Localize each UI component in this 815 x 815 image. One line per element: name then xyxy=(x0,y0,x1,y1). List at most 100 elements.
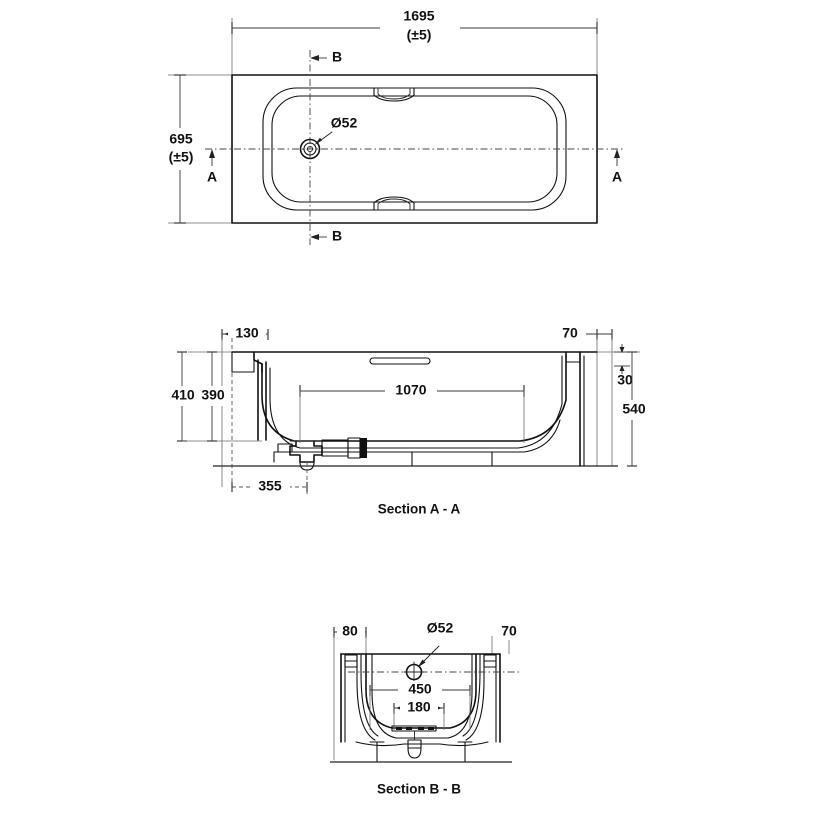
section-mark-b-bottom: B xyxy=(310,228,342,244)
plan-a-right-arrowhead xyxy=(614,149,620,158)
sa-dim-130: 130 xyxy=(221,325,269,343)
sa-540-text-mask xyxy=(617,400,651,420)
sa-dim-1070: 1070 xyxy=(299,381,525,443)
section-b-b-view: 80 70 xyxy=(330,620,520,797)
sa-30-arrowhead-bottom xyxy=(619,365,625,371)
sa-390-value: 390 xyxy=(201,387,225,403)
sa-waste-end-cap xyxy=(360,438,367,458)
sa-390-text-mask xyxy=(197,386,229,406)
sa-410-value: 410 xyxy=(171,387,195,403)
sa-70-value: 70 xyxy=(562,325,578,341)
sb-dim-80: 80 xyxy=(333,623,367,641)
plan-a-right-label: A xyxy=(612,169,622,185)
sa-left-rim-assembly xyxy=(231,351,267,441)
section-mark-b-top: B xyxy=(310,49,342,65)
plan-waste-hole xyxy=(299,138,321,160)
sa-dim-390: 390 xyxy=(197,351,229,442)
sb-waste-hole xyxy=(403,661,425,683)
plan-a-left-label: A xyxy=(207,169,217,185)
plan-width-tolerance: (±5) xyxy=(169,149,194,165)
sa-130-value: 130 xyxy=(235,325,259,341)
sb-waste-plate xyxy=(391,725,437,732)
plan-length-value: 1695 xyxy=(403,8,434,24)
sb-450-text-mask xyxy=(398,681,442,700)
sb-dim-180: 180 xyxy=(393,699,445,730)
plan-a-left-arrowhead xyxy=(209,149,215,158)
sa-grip-handle xyxy=(369,357,431,365)
plan-width-value: 695 xyxy=(169,131,193,147)
sb-right-bracket-curve-2 xyxy=(462,671,481,737)
sa-355-value: 355 xyxy=(258,478,282,494)
sa-30-arrowhead-top xyxy=(619,347,625,353)
sb-waste-plate-mark-4 xyxy=(428,727,434,730)
sb-waste-plate-mark-1 xyxy=(396,727,402,730)
sa-dim-540: 540 xyxy=(617,351,651,467)
section-mark-a-left: A xyxy=(207,149,217,185)
sa-waste-inlet-left xyxy=(277,443,293,453)
plan-waste-dia-label: Ø52 xyxy=(331,115,358,131)
plan-b-top-label: B xyxy=(332,49,342,65)
sa-70-text-mask xyxy=(556,325,586,343)
sb-bowl-outer-profile xyxy=(371,653,473,739)
sb-70-value: 70 xyxy=(501,623,517,639)
sa-left-rim-box xyxy=(231,351,255,373)
section-a-a-view: 130 70 xyxy=(167,325,651,517)
plan-waste-mid-ring xyxy=(303,142,317,156)
sb-left-bracket-curve-2 xyxy=(360,671,379,737)
sb-right-bracket-curve xyxy=(465,679,485,741)
plan-b-bottom-label: B xyxy=(332,228,342,244)
sb-waste-leader-arrow xyxy=(417,659,426,668)
sa-355-text-mask xyxy=(250,478,290,497)
sa-1070-text-mask xyxy=(385,381,437,401)
plan-length-text-mask xyxy=(380,8,460,38)
sb-waste-plate-mark-2 xyxy=(406,727,412,730)
section-mark-a-right: A xyxy=(612,149,622,185)
sb-180-text-mask xyxy=(400,699,438,717)
plan-grip-handle-top xyxy=(373,87,415,102)
sb-180-value: 180 xyxy=(407,699,431,715)
sa-grip-handle-slot xyxy=(369,357,431,365)
section-a-a-caption: Section A - A xyxy=(378,502,461,517)
plan-waste-inner-ring xyxy=(306,145,314,153)
sa-dim-355: 355 xyxy=(231,462,308,497)
sa-dim-410: 410 xyxy=(167,351,262,442)
plan-grip-bottom-profile xyxy=(373,196,415,211)
plan-waste-leader: Ø52 xyxy=(314,115,358,145)
sa-base-underside xyxy=(273,419,561,453)
sb-80-text-mask xyxy=(337,623,365,641)
plan-b-bottom-arrowhead xyxy=(310,234,319,240)
sb-waste-dia-label: Ø52 xyxy=(427,620,454,636)
sb-dim-450: 450 xyxy=(369,681,471,730)
plan-waste-outer-ring xyxy=(299,138,321,160)
plan-view: 1695 (±5) 695 (±5) xyxy=(160,8,624,245)
plan-grip-bottom-inner xyxy=(377,198,411,210)
plan-width-text-mask xyxy=(160,128,202,170)
plan-length-tolerance: (±5) xyxy=(407,27,432,43)
plan-grip-top-inner xyxy=(377,88,411,100)
sa-bath-outer-profile xyxy=(269,355,563,449)
sa-30-value: 30 xyxy=(617,372,633,388)
sb-dim-70: 70 xyxy=(501,623,517,639)
sb-waste-fitting xyxy=(391,725,437,759)
sb-left-bracket-curve xyxy=(356,679,376,741)
sb-450-value: 450 xyxy=(408,681,432,697)
sb-base-cradle xyxy=(355,741,489,747)
sb-waste-plate-mark-3 xyxy=(418,727,424,730)
sa-right-rim xyxy=(565,351,585,467)
sa-410-text-mask xyxy=(167,386,199,406)
sb-80-value: 80 xyxy=(342,623,358,639)
sa-dim-70: 70 xyxy=(556,325,613,343)
sa-bath-inner-profile xyxy=(261,355,567,442)
sb-waste-leader: Ø52 xyxy=(417,620,454,668)
section-b-b-caption: Section B - B xyxy=(377,782,461,797)
sb-trap-bowl xyxy=(407,747,422,759)
sa-1070-value: 1070 xyxy=(395,382,426,398)
sb-left-rim-assembly xyxy=(340,653,379,743)
plan-grip-handle-bottom xyxy=(373,196,415,211)
plan-waste-leader-arrow xyxy=(314,137,322,145)
sa-540-value: 540 xyxy=(622,401,646,417)
sb-right-rim-assembly xyxy=(462,653,501,743)
plan-grip-top-profile xyxy=(373,87,415,102)
